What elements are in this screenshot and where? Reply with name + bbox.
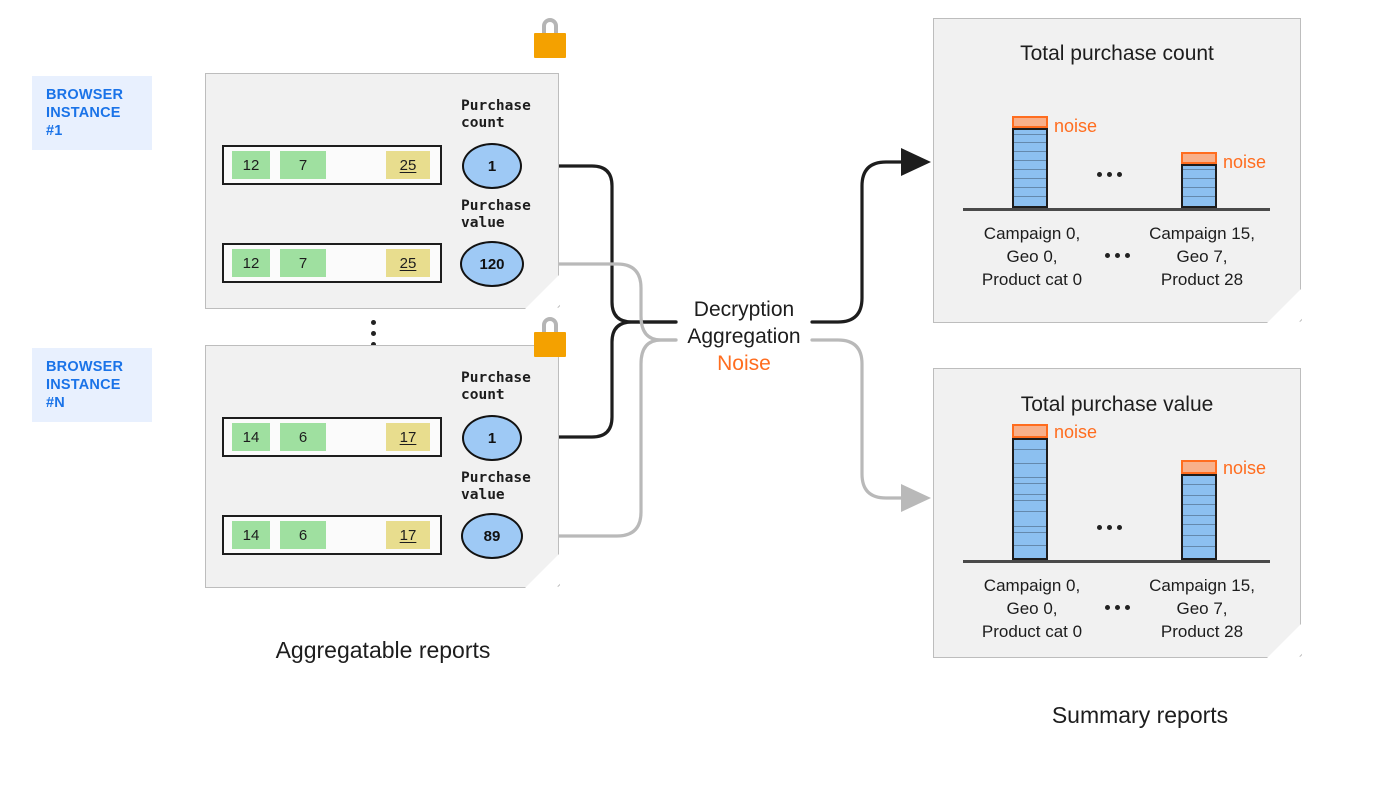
chart-category-gap-ellipsis-value [1105, 605, 1130, 610]
chart-gap-ellipsis-value [1097, 525, 1122, 530]
bar-value-0 [1012, 424, 1048, 560]
purchase-value-bubble: 89 [461, 513, 523, 559]
panel-surface [933, 18, 1301, 323]
purchase-count-bubble: 1 [462, 143, 522, 189]
purchase-value-bubble: 120 [460, 241, 524, 287]
metric-label-purchase-count-1: Purchase count [461, 98, 531, 131]
process-line-decryption: Decryption [693, 298, 795, 321]
bar-body [1181, 164, 1217, 208]
report-row: 14 6 17 [222, 417, 442, 457]
chart-title-count: Total purchase count [1020, 42, 1214, 65]
report-chip-value: 17 [386, 521, 430, 549]
process-line-aggregation: Aggregation [687, 325, 801, 348]
report-chip-value: 17 [386, 423, 430, 451]
report-chip-dimension: 12 [232, 249, 270, 277]
report-chip-dimension: 12 [232, 151, 270, 179]
report-row: 14 6 17 [222, 515, 442, 555]
padlock-shackle [542, 18, 558, 37]
bar-body [1012, 438, 1048, 560]
report-row: 12 7 25 [222, 145, 442, 185]
padlock-icon [533, 317, 567, 357]
summary-report-panel-count [933, 18, 1301, 323]
chart-axis-value [963, 560, 1270, 563]
chart-category-gap-ellipsis-count [1105, 253, 1130, 258]
process-line-noise: Noise [717, 352, 771, 375]
padlock-shackle [542, 317, 558, 336]
noise-label-value-0: noise [1054, 422, 1098, 442]
chart-category-label-value-0: Campaign 0, Geo 0, Product cat 0 [981, 576, 1083, 641]
chart-category-label-count-0: Campaign 0, Geo 0, Product cat 0 [981, 224, 1083, 289]
report-chip-dimension: 6 [280, 423, 326, 451]
bar-noise-cap [1181, 460, 1217, 474]
report-chip-value: 25 [386, 249, 430, 277]
bar-value-1 [1181, 460, 1217, 560]
chart-gap-ellipsis-count [1097, 172, 1122, 177]
padlock-body [534, 332, 566, 357]
chart-category-label-count-1: Campaign 15, Geo 7, Product 28 [1149, 224, 1255, 289]
panel-fold-corner [524, 553, 560, 589]
bar-noise-cap [1012, 116, 1048, 128]
noise-label-count-1: noise [1223, 152, 1267, 172]
panel-fold-corner [1266, 288, 1302, 324]
aggregatable-reports-caption: Aggregatable reports [275, 637, 491, 663]
bar-body [1181, 474, 1217, 560]
chart-axis-count [963, 208, 1270, 211]
report-chip-value: 25 [386, 151, 430, 179]
browser-instance-n-tag: BROWSER INSTANCE #N [32, 348, 152, 422]
report-chip-dimension: 14 [232, 423, 270, 451]
purchase-count-bubble: 1 [462, 415, 522, 461]
instances-ellipsis [371, 320, 376, 347]
process-label: Decryption Aggregation Noise [676, 296, 812, 377]
report-row: 12 7 25 [222, 243, 442, 283]
padlock-icon [533, 18, 567, 58]
browser-instance-1-tag: BROWSER INSTANCE #1 [32, 76, 152, 150]
bar-count-1 [1181, 152, 1217, 208]
report-chip-dimension: 7 [280, 249, 326, 277]
bar-count-0 [1012, 116, 1048, 208]
panel-fold-corner [524, 274, 560, 310]
summary-reports-caption: Summary reports [1051, 702, 1229, 728]
noise-label-count-0: noise [1054, 116, 1098, 136]
report-chip-dimension: 6 [280, 521, 326, 549]
metric-label-purchase-value-n: Purchase value [461, 470, 531, 503]
metric-label-purchase-value-1: Purchase value [461, 198, 531, 231]
metric-label-purchase-count-n: Purchase count [461, 370, 531, 403]
report-chip-dimension: 7 [280, 151, 326, 179]
bar-noise-cap [1012, 424, 1048, 438]
report-chip-dimension: 14 [232, 521, 270, 549]
padlock-body [534, 33, 566, 58]
noise-label-value-1: noise [1223, 458, 1267, 478]
bar-noise-cap [1181, 152, 1217, 164]
chart-title-value: Total purchase value [1020, 393, 1214, 416]
bar-body [1012, 128, 1048, 208]
chart-category-label-value-1: Campaign 15, Geo 7, Product 28 [1149, 576, 1255, 641]
